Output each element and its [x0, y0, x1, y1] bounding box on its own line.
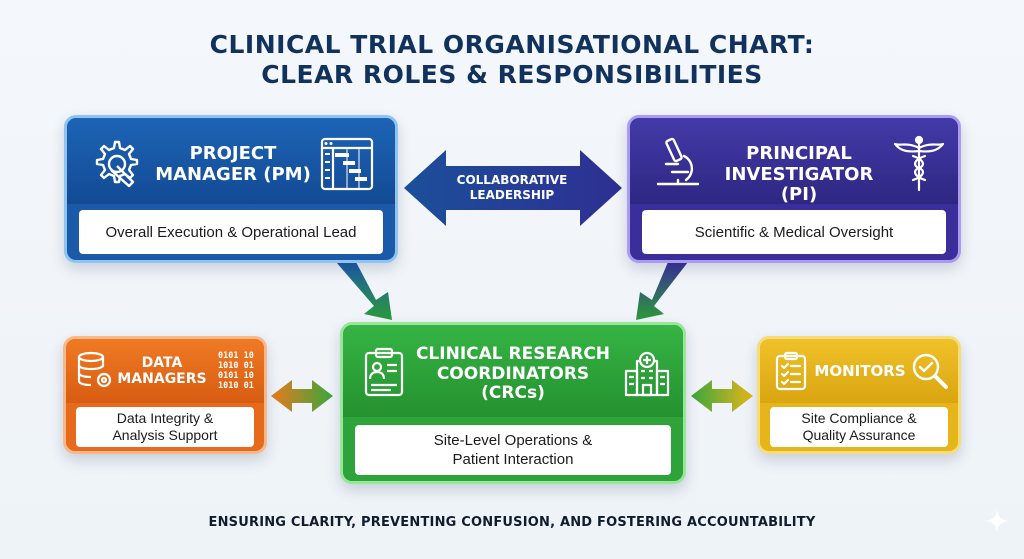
pi-to-crc-arrow	[636, 262, 688, 320]
data-managers-description: Data Integrity & Analysis Support	[76, 407, 254, 447]
chart-title-line2: CLEAR ROLES & RESPONSIBILITIES	[261, 60, 763, 89]
chart-title: CLINICAL TRIAL ORGANISATIONAL CHART: CLE…	[0, 30, 1024, 90]
monitors-description: Site Compliance & Quality Assurance	[770, 407, 948, 447]
clinical-research-coordinators-title: CLINICAL RESEARCH COORDINATORS (CRCs)	[415, 344, 611, 404]
gear-wrench-icon	[89, 138, 141, 190]
collaborative-leadership-label: COLLABORATIVE LEADERSHIP	[456, 173, 568, 202]
principal-investigator-card: PRINCIPAL INVESTIGATOR (PI) Scientific &…	[627, 115, 961, 263]
caduceus-icon	[892, 134, 946, 192]
project-manager-description: Overall Execution & Operational Lead	[79, 210, 383, 254]
monitors-title: MONITORS	[814, 362, 906, 380]
hospital-building-icon	[623, 351, 671, 397]
principal-investigator-description: Scientific & Medical Oversight	[642, 210, 946, 254]
checklist-icon	[774, 351, 810, 391]
collaborative-leadership-arrow	[404, 150, 622, 226]
footer-tagline: ENSURING CLARITY, PREVENTING CONFUSION, …	[208, 515, 816, 530]
database-gear-icon	[76, 351, 114, 391]
sparkle-icon	[984, 508, 1010, 534]
crc-monitors-arrow	[691, 380, 753, 412]
clinical-research-coordinators-description: Site-Level Operations & Patient Interact…	[355, 425, 671, 475]
data-managers-title: DATA MANAGERS	[117, 355, 207, 388]
microscope-icon	[652, 136, 702, 190]
clipboard-patient-icon	[363, 347, 405, 397]
data-managers-card: DATA MANAGERS 0101 10 1010 01 0101 10 10…	[63, 336, 267, 454]
principal-investigator-title: PRINCIPAL INVESTIGATOR (PI)	[724, 143, 874, 206]
data-managers-header	[66, 339, 264, 403]
clinical-research-coordinators-card: CLINICAL RESEARCH COORDINATORS (CRCs) Si…	[340, 322, 686, 484]
gantt-chart-icon	[319, 136, 375, 192]
dm-crc-arrow	[271, 380, 333, 412]
pm-to-crc-arrow	[336, 262, 392, 320]
binary-code-icon: 0101 10 1010 01 0101 10 1010 01	[218, 351, 254, 391]
magnifier-check-icon	[910, 351, 950, 391]
principal-investigator-header	[630, 118, 958, 204]
project-manager-title: PROJECT MANAGER (PM)	[155, 143, 311, 185]
monitors-card: MONITORS Site Compliance & Quality Assur…	[757, 336, 961, 454]
chart-title-line1: CLINICAL TRIAL ORGANISATIONAL CHART:	[209, 30, 815, 59]
project-manager-card: PROJECT MANAGER (PM) Overall Execution	[64, 115, 398, 263]
